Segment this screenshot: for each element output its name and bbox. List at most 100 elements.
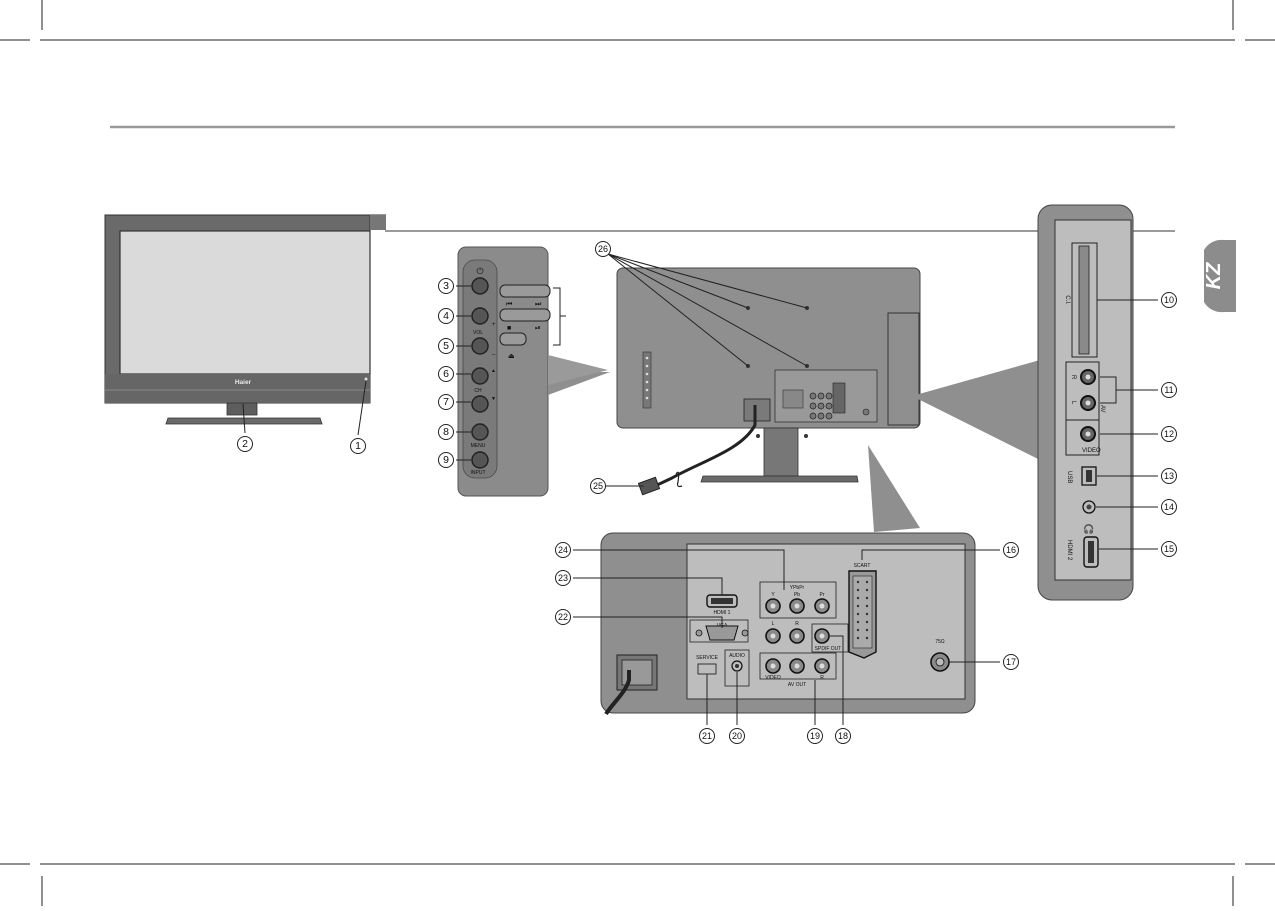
stop-icon: ■ bbox=[507, 325, 511, 332]
label-input: INPUT bbox=[471, 470, 486, 476]
input-button[interactable] bbox=[471, 451, 489, 469]
eject-icon: ⏏ bbox=[508, 353, 515, 360]
label-pr: Pr bbox=[820, 592, 825, 598]
callouts bbox=[237, 241, 1177, 744]
side-port-compartment bbox=[887, 312, 920, 426]
label-ypbpr: YPbPr bbox=[790, 585, 805, 591]
ir-sensor bbox=[364, 377, 368, 381]
callout-14 bbox=[1161, 499, 1177, 515]
side-panel: C.I. R L AV VIDEO USB 🎧 HDMI 2 bbox=[1037, 204, 1134, 601]
callout-22 bbox=[555, 609, 571, 625]
label-side-av: AV bbox=[1099, 405, 1105, 413]
callout-1 bbox=[350, 438, 366, 454]
callout-19 bbox=[807, 728, 823, 744]
svg-text:7: 7 bbox=[443, 396, 449, 408]
label-pb: Pb bbox=[794, 592, 800, 598]
svg-text:16: 16 bbox=[1006, 545, 1016, 555]
tv-back bbox=[548, 267, 921, 496]
svg-text:6: 6 bbox=[443, 368, 449, 380]
menu-button[interactable] bbox=[471, 423, 489, 441]
svg-text:1: 1 bbox=[355, 440, 361, 452]
label-audio: AUDIO bbox=[729, 653, 745, 659]
media-top-button[interactable] bbox=[499, 284, 551, 298]
media-middle-button[interactable] bbox=[499, 308, 551, 322]
triangle-up-icon: ▲ bbox=[491, 368, 496, 374]
label-hdmi2: HDMI 2 bbox=[1066, 540, 1072, 561]
label-ci: C.I. bbox=[1064, 295, 1070, 305]
label-side-video: VIDEO bbox=[1082, 448, 1101, 454]
svg-text:18: 18 bbox=[838, 731, 848, 741]
svg-text:3: 3 bbox=[443, 280, 449, 292]
connector-panel: HDMI 1 VGA AUDIO SERVICE YPbPr Y Pb Pr bbox=[600, 532, 976, 716]
callout-labels: 1 2 3 4 5 6 7 8 9 10 11 12 13 14 15 16 1… bbox=[242, 244, 1174, 741]
power-cable bbox=[654, 405, 757, 488]
headphone-icon: 🎧 bbox=[1083, 523, 1094, 534]
svg-text:2: 2 bbox=[242, 438, 248, 450]
callout-6 bbox=[438, 366, 454, 382]
label-scart: SCART bbox=[854, 563, 871, 569]
back-stand-neck bbox=[763, 427, 799, 477]
label-av-out: AV OUT bbox=[788, 682, 806, 688]
language-tab-label: KZ bbox=[1203, 262, 1225, 289]
back-stand-base bbox=[700, 475, 859, 483]
leader-lines bbox=[242, 253, 1158, 725]
svg-text:24: 24 bbox=[558, 545, 568, 555]
svg-text:12: 12 bbox=[1164, 429, 1174, 439]
callout-25 bbox=[590, 478, 606, 494]
media-bracket bbox=[553, 287, 566, 346]
label-y: Y bbox=[771, 592, 775, 598]
label-audio-r: R bbox=[795, 621, 799, 627]
vga-port[interactable] bbox=[705, 625, 739, 641]
callout-16 bbox=[1003, 542, 1019, 558]
button-panel: ⏻ VOL CH MENU INPUT + – ▲ ▼ ⏮ ⏭ ■ ⏯ ⏏ bbox=[457, 246, 566, 497]
callout-8 bbox=[438, 424, 454, 440]
svg-text:23: 23 bbox=[558, 573, 568, 583]
svg-text:11: 11 bbox=[1164, 385, 1173, 395]
callout-2 bbox=[237, 436, 253, 452]
svg-text:14: 14 bbox=[1164, 502, 1174, 512]
callout-3 bbox=[438, 278, 454, 294]
label-av-video: VIDEO bbox=[765, 675, 781, 681]
vol-down-button[interactable] bbox=[471, 337, 489, 355]
svg-text:19: 19 bbox=[810, 731, 820, 741]
service-port[interactable] bbox=[697, 663, 717, 675]
zoom-wedge-back bbox=[868, 445, 920, 532]
svg-text:5: 5 bbox=[443, 340, 449, 352]
label-vol: VOL bbox=[473, 330, 483, 336]
minus-icon: – bbox=[492, 352, 496, 358]
svg-text:26: 26 bbox=[598, 244, 608, 254]
label-service: SERVICE bbox=[696, 655, 719, 661]
ch-down-button[interactable] bbox=[471, 395, 489, 413]
label-spdif-out: SPDIF OUT bbox=[815, 646, 842, 652]
svg-text:15: 15 bbox=[1164, 544, 1174, 554]
zoom-wedge-side bbox=[912, 360, 1040, 460]
power-icon: ⏻ bbox=[476, 266, 483, 276]
label-75-ohm: 75Ω bbox=[935, 639, 945, 645]
label-audio-l: L bbox=[772, 621, 775, 627]
callout-9 bbox=[438, 452, 454, 468]
label-hdmi1: HDMI 1 bbox=[714, 610, 731, 616]
callout-17 bbox=[1003, 654, 1019, 670]
callout-5 bbox=[438, 338, 454, 354]
callout-21 bbox=[699, 728, 715, 744]
language-tab[interactable]: KZ bbox=[1203, 239, 1236, 313]
power-button[interactable] bbox=[471, 277, 489, 295]
play-pause-icon: ⏯ bbox=[535, 325, 541, 332]
svg-text:25: 25 bbox=[593, 481, 603, 491]
callout-26 bbox=[595, 241, 611, 257]
ch-up-button[interactable] bbox=[471, 367, 489, 385]
svg-text:17: 17 bbox=[1006, 657, 1016, 667]
callout-13 bbox=[1161, 468, 1177, 484]
label-usb: USB bbox=[1066, 471, 1072, 483]
svg-text:10: 10 bbox=[1164, 295, 1174, 305]
triangle-down-icon: ▼ bbox=[491, 396, 496, 402]
vol-up-button[interactable] bbox=[471, 307, 489, 325]
plus-icon: + bbox=[492, 322, 496, 328]
callout-20 bbox=[729, 728, 745, 744]
svg-text:4: 4 bbox=[443, 310, 449, 322]
media-bottom-button[interactable] bbox=[499, 332, 527, 346]
back-button-strip bbox=[642, 351, 652, 409]
callout-23 bbox=[555, 570, 571, 586]
